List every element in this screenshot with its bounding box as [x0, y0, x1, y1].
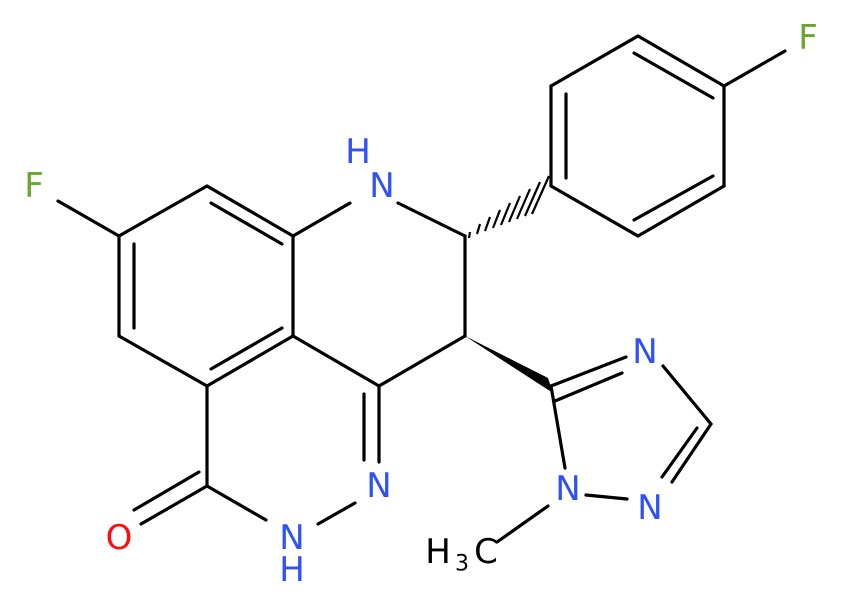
bond — [661, 364, 713, 426]
bond — [139, 484, 209, 526]
bond — [584, 493, 629, 501]
bond — [553, 371, 624, 403]
bond — [549, 34, 640, 88]
bond — [56, 199, 121, 238]
bond — [117, 334, 209, 388]
bond — [722, 49, 787, 88]
bond — [377, 334, 467, 388]
bond — [291, 334, 381, 388]
bond — [316, 501, 357, 526]
bond — [549, 384, 567, 470]
atom-label-oxygen: O — [106, 518, 133, 558]
bond — [549, 184, 640, 238]
atom-label-methyl-carbon: C — [474, 532, 498, 572]
hash-bond — [467, 175, 551, 239]
bond — [205, 184, 295, 238]
bond — [632, 174, 715, 222]
bond — [132, 470, 201, 512]
atom-label-amide-nitrogen: N — [279, 518, 304, 558]
atom-label-fluorine-left: F — [24, 166, 44, 206]
atom-label-triazole-n1: N — [555, 469, 580, 509]
bond — [636, 184, 726, 238]
bond — [636, 34, 726, 88]
bond — [670, 422, 713, 484]
bond — [205, 484, 268, 522]
wedge-bond — [465, 336, 553, 393]
atom-label-triazole-n2: N — [637, 488, 662, 528]
atom-label-ring-nitrogen: N — [366, 466, 391, 506]
bond — [209, 201, 284, 246]
bonds — [56, 34, 787, 544]
bond — [660, 426, 699, 479]
bond — [632, 51, 715, 100]
atom-label-fluorine-top: F — [798, 18, 818, 58]
atom-label-methyl-subscript: 3 — [455, 552, 469, 577]
atom-label-nh-hydrogen: H — [345, 132, 371, 172]
bond — [205, 334, 295, 388]
bond — [209, 326, 284, 371]
stereo-bonds — [465, 175, 553, 393]
bond — [549, 355, 628, 388]
atom-label-amide-hydrogen: H — [279, 550, 305, 590]
bond — [396, 201, 467, 238]
bond — [495, 504, 550, 544]
bond — [291, 201, 352, 238]
atom-label-triazole-n4: N — [632, 332, 657, 372]
bond — [117, 184, 209, 238]
atom-labels: F F H N N N H O N N N H 3 C — [24, 18, 818, 590]
atom-label-nh-nitrogen: N — [369, 166, 394, 206]
atom-label-methyl-hydrogen: H — [425, 532, 451, 572]
